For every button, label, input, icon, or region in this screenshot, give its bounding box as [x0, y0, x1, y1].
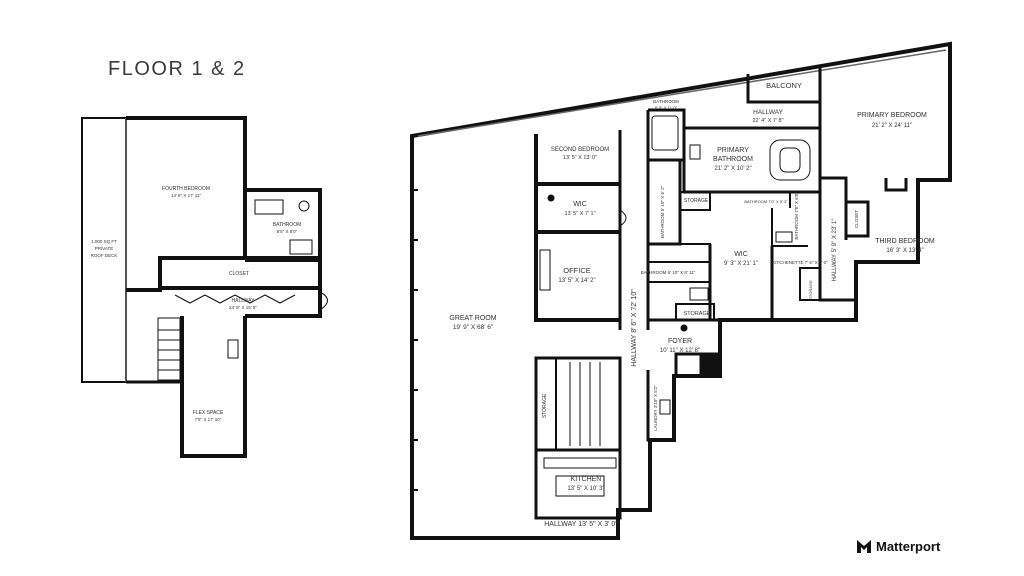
- roof-deck-line1: 1,000 SQ FT: [91, 239, 117, 244]
- kitchen: [534, 450, 622, 520]
- second-bedroom-dims: 13' 5" X 13' 0": [563, 155, 597, 161]
- foyer-name: FOYER: [668, 338, 692, 345]
- wic-mid-dims: 9' 3" X 21' 1": [724, 261, 758, 267]
- roof-deck-line2: PRIVATE: [95, 246, 114, 251]
- flex-space-name: FLEX SPACE: [193, 410, 224, 416]
- third-bedroom-name: THIRD BEDROOM: [875, 238, 935, 245]
- hallway-right-label: HALLWAY 5' 9" X 23' 1": [832, 218, 838, 281]
- storage-c-label: STORAGE: [808, 280, 813, 300]
- foyer: [648, 318, 722, 376]
- right-labels: BALCONY HALLWAY 22' 4" X 7' 8" PRIMARY B…: [449, 81, 935, 528]
- balcony-label: BALCONY: [766, 81, 802, 90]
- bathroom-top-dims: 6' 8" X 11' 0": [655, 105, 678, 110]
- bathroom-side-label: BATHROOM 7'6" X 6'8": [794, 192, 799, 240]
- hallway-top-dims: 22' 4" X 7' 8": [752, 118, 783, 124]
- kitchenette-label: KITCHENETTE 7' 6" X 6' 0": [772, 260, 828, 265]
- page-title: FLOOR 1 & 2: [108, 58, 246, 80]
- bathroom-low-label: BATHROOM 6' 10" X 8' 11": [641, 270, 696, 275]
- kitchen-dims: 13' 5" X 10' 3": [567, 486, 604, 492]
- office: [534, 232, 620, 322]
- hallway-right: [818, 192, 856, 302]
- great-room-name: GREAT ROOM: [449, 315, 496, 322]
- second-bedroom-name: SECOND BEDROOM: [551, 147, 609, 153]
- fourth-bedroom-dims: 14' 8" X 17' 11": [171, 193, 202, 198]
- primary-bedroom: [818, 102, 848, 240]
- office-name: OFFICE: [563, 266, 591, 275]
- closet-left-label: CLOSET: [229, 271, 249, 277]
- bathroom-top: [648, 108, 686, 162]
- primary-bedroom-dims: 21' 2" X 24' 11": [872, 123, 912, 129]
- wic-mid-name: WIC: [734, 251, 748, 258]
- office-dims: 13' 5" X 14' 2": [558, 278, 595, 284]
- primary-bathroom-dims: 21' 2" X 10' 2": [714, 166, 751, 172]
- flex-space: [180, 316, 247, 458]
- hallway-bottom-label: HALLWAY 13' 5" X 3' 0": [544, 521, 618, 528]
- brand-name: Matterport: [876, 538, 941, 554]
- bathroom-left-dims: 8'5" X 8'0": [277, 229, 298, 234]
- bathroom-top-name: BATHROOM: [653, 99, 679, 104]
- matterport-brand: Matterport: [856, 538, 940, 554]
- hallway-top-name: HALLWAY: [753, 109, 784, 116]
- hallway-left-name: HALLWAY: [232, 298, 256, 304]
- left-labels: 1,000 SQ FT PRIVATE ROOF DECK FOURTH BEDRO…: [91, 186, 302, 422]
- right-floor-plan: [410, 41, 952, 540]
- laundry-label: LAUNDRY 3'10" X 5'2": [653, 385, 658, 431]
- closet-right-label: CLOSET: [854, 210, 859, 228]
- fourth-bedroom-name: FOURTH BEDROOM: [162, 186, 210, 192]
- primary-bedroom-name: PRIMARY BEDROOM: [857, 112, 927, 119]
- wic-left-dims: 13' 5" X 7' 1": [564, 211, 595, 217]
- great-room-dims: 19' 9" X 68' 6": [453, 324, 494, 331]
- storage-column: [534, 356, 622, 452]
- laundry: [646, 370, 674, 442]
- closet-right: [846, 200, 870, 238]
- fourth-bedroom: [126, 116, 247, 292]
- stairs-right: [569, 362, 601, 446]
- hallway-vertical-label: HALLWAY 8' 6" X 72' 10": [631, 289, 638, 367]
- primary-bathroom-name2: BATHROOM: [713, 156, 753, 163]
- left-floor-plan: [81, 116, 328, 458]
- stairs-left: [157, 317, 181, 381]
- hallway-left: [160, 286, 322, 318]
- storage-a-label: STORAGE: [684, 198, 709, 204]
- roof-deck: [81, 117, 127, 383]
- hallway-left-dims: 24' 5" X 15' 8": [229, 305, 257, 310]
- wic-left: [534, 184, 620, 234]
- foyer-dims: 10' 11" X 12' 8": [660, 348, 700, 354]
- third-bedroom-dims: 16' 3" X 13' 4": [886, 248, 923, 254]
- storage-b-label: STORAGE: [684, 311, 711, 317]
- bathroom-small-label: BATHROOM 5' 10" X 6' 2": [660, 185, 665, 238]
- storage-d-label: STORAGE: [542, 393, 548, 418]
- flex-space-dims: 7'9" X 17' 10": [195, 417, 222, 422]
- bathroom-left-name: BATHROOM: [273, 222, 302, 228]
- kitchen-name: KITCHEN: [571, 476, 602, 483]
- matterport-logo-icon: [857, 540, 871, 553]
- roof-deck-line3: ROOF DECK: [91, 253, 118, 258]
- bathroom-mid-label: BATHROOM 7'0" X 5' 3": [744, 199, 788, 204]
- primary-bathroom-name: PRIMARY: [717, 147, 749, 154]
- wic-left-name: WIC: [573, 201, 587, 208]
